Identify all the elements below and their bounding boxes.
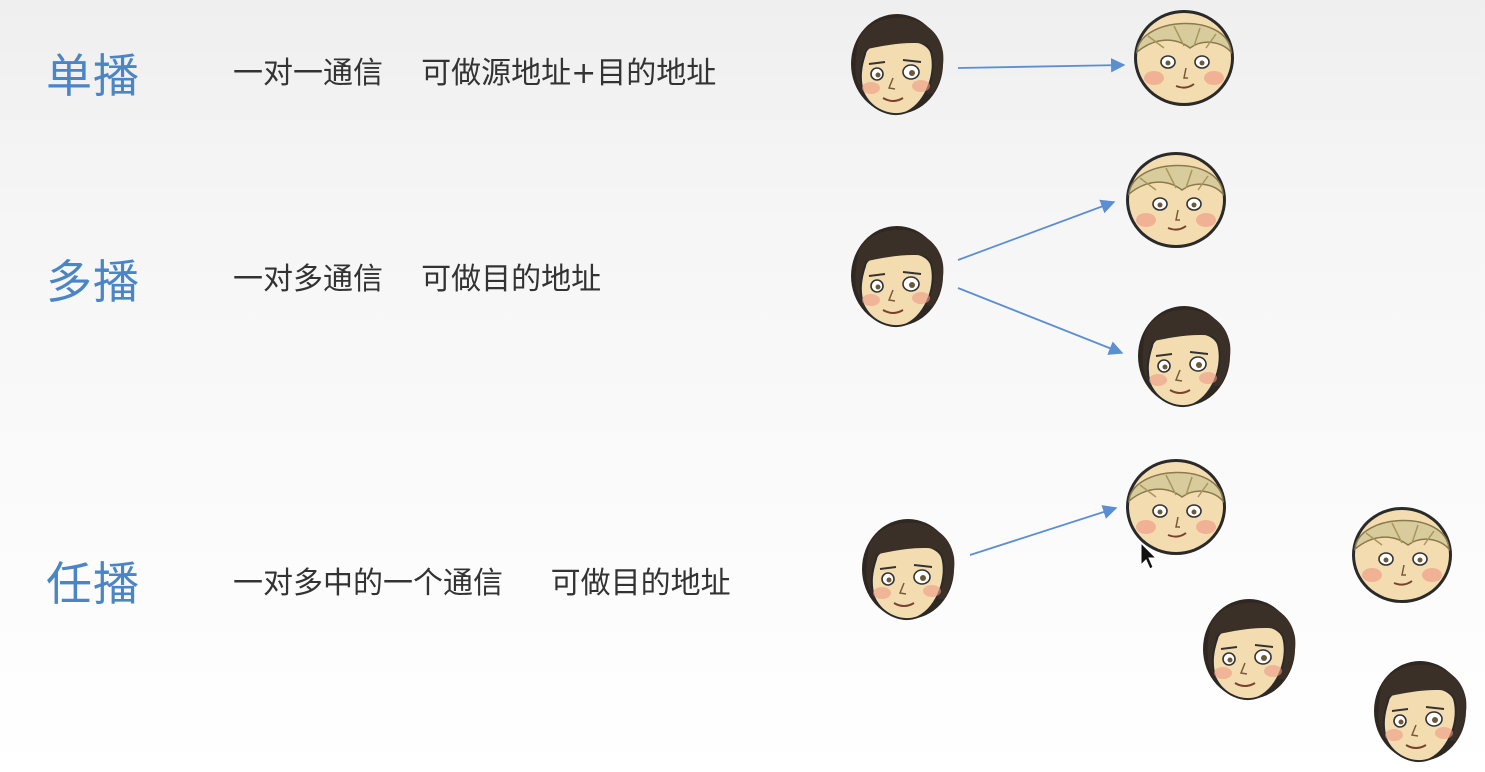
- anycast-arrow: [969, 505, 1118, 556]
- unicast-sender-face-icon: [850, 13, 945, 115]
- anycast-group-face-icon-1: [1351, 506, 1453, 604]
- multicast-arrow-2: [957, 287, 1124, 355]
- anycast-group-face-icon-3: [1373, 660, 1468, 762]
- anycast-description: 一对多中的一个通信 可做目的地址: [233, 566, 731, 601]
- anycast-sender-face-icon: [861, 518, 956, 620]
- anycast-group-face-icon-2: [1202, 598, 1297, 700]
- multicast-sender-face-icon: [850, 225, 945, 327]
- anycast-term: 任播: [46, 557, 140, 611]
- multicast-arrow-1: [957, 199, 1116, 261]
- multicast-receiver-face-icon-2: [1137, 305, 1232, 407]
- multicast-term: 多播: [46, 255, 140, 309]
- anycast-chosen-face-icon: [1125, 458, 1227, 556]
- multicast-receiver-face-icon-1: [1125, 151, 1227, 249]
- multicast-description: 一对多通信 可做目的地址: [233, 262, 602, 297]
- unicast-term: 单播: [46, 49, 140, 103]
- unicast-receiver-face-icon: [1133, 9, 1235, 107]
- unicast-arrow: [957, 58, 1126, 73]
- unicast-description: 一对一通信 可做源地址+目的地址: [233, 56, 717, 91]
- mouse-cursor-icon: [1140, 541, 1158, 570]
